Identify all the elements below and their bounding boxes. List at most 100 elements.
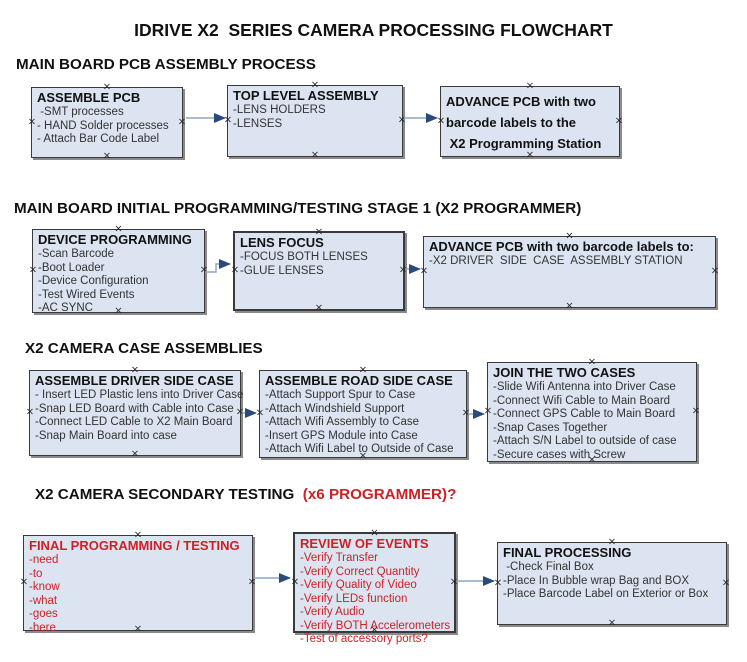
selection-handle-icon: × <box>102 150 112 162</box>
box-title-line: X2 Programming Station <box>446 136 602 151</box>
selection-handle-icon: × <box>177 116 187 128</box>
selection-handle-icon: × <box>27 116 37 128</box>
box-title-line: FINAL PROCESSING <box>503 545 632 560</box>
box-items: -need-to-know-what-goes-here <box>29 554 248 635</box>
box-title-line: DEVICE PROGRAMMING <box>38 232 192 247</box>
box-item: -Device Configuration <box>38 275 149 287</box>
selection-handle-icon: × <box>247 576 257 588</box>
box-item: -X2 DRIVER SIDE CASE ASSEMBLY STATION <box>429 255 683 267</box>
box-item: -Snap Cases Together <box>493 421 608 434</box>
box-item: -Check Final Box <box>503 561 594 573</box>
box-item: - Attach Bar Code Label <box>37 133 160 145</box>
box-title: ASSEMBLE PCB <box>37 90 178 106</box>
box-item: -Secure cases with Screw <box>493 448 626 461</box>
selection-handle-icon: × <box>483 405 493 417</box>
box-item: -Snap LED Board with Cable into Case <box>35 402 234 415</box>
box-item: -Connect Wifi Cable to Main Board <box>493 394 671 407</box>
flow-box-top-level-assembly: TOP LEVEL ASSEMBLY -LENS HOLDERS-LENSES … <box>224 80 407 160</box>
section-heading-initial-programming: MAIN BOARD INITIAL PROGRAMMING/TESTING S… <box>14 200 581 217</box>
selection-handle-icon: × <box>710 265 720 277</box>
box-title-line: REVIEW OF EVENTS <box>300 536 429 551</box>
box-title-line: ASSEMBLE PCB <box>37 90 141 105</box>
section-heading-text: X2 CAMERA CASE ASSEMBLIES <box>25 340 263 357</box>
box-item: -LENS HOLDERS <box>233 104 326 116</box>
selection-handle-icon: × <box>310 149 320 161</box>
selection-handle-icon: × <box>19 576 29 588</box>
box-items: -SMT processes- HAND Solder processes- A… <box>37 106 178 147</box>
box-items: -LENS HOLDERS-LENSES <box>233 104 398 131</box>
selection-handle-icon: × <box>255 407 265 419</box>
box-item: -what <box>29 594 58 607</box>
box-item: -Verify Transfer <box>300 552 378 564</box>
box-item: -Verify Quality of Video <box>300 579 417 591</box>
selection-handle-icon: × <box>230 264 240 276</box>
box-item: -Insert GPS Module into Case <box>265 429 418 442</box>
selection-handle-icon: × <box>290 576 300 588</box>
box-title-line: FINAL PROGRAMMING / TESTING <box>29 538 240 553</box>
selection-handle-icon: × <box>607 617 617 629</box>
box-item: - Insert LED Plastic lens into Driver Ca… <box>35 389 244 401</box>
box-item: -Place In Bubble wrap Bag and BOX <box>503 574 690 587</box>
box-items: - Insert LED Plastic lens into Driver Ca… <box>35 389 244 443</box>
box-item: -Connect GPS Cable to Main Board <box>493 408 676 420</box>
box-title: LENS FOCUS <box>240 235 399 251</box>
box-item: -Boot Loader <box>38 261 105 274</box>
selection-handle-icon: × <box>28 264 38 276</box>
selection-handle-icon: × <box>199 264 209 276</box>
selection-handle-icon: × <box>449 576 459 588</box>
box-item: -Test Wired Events <box>38 288 135 301</box>
box-item: -Slide Wifi Antenna into Driver Case <box>493 381 676 393</box>
selection-handle-icon: × <box>397 114 407 126</box>
selection-handle-icon: × <box>419 265 429 277</box>
box-items: -X2 DRIVER SIDE CASE ASSEMBLY STATION <box>429 255 711 269</box>
flow-box-device-programming: DEVICE PROGRAMMING -Scan Barcode-Boot Lo… <box>28 224 209 316</box>
box-item: -Verify BOTH Accelerometers <box>300 619 451 632</box>
section-heading-text: X2 CAMERA SECONDARY TESTING <box>35 486 303 503</box>
box-item: -LENSES <box>233 117 283 130</box>
box-title-line: LENS FOCUS <box>240 235 324 250</box>
box-title-line: ADVANCE PCB with two <box>446 94 596 109</box>
box-title: ASSEMBLE ROAD SIDE CASE <box>265 373 462 389</box>
box-item: -Connect LED Cable to X2 Main Board <box>35 416 233 428</box>
section-heading-red-text: (x6 PROGRAMMER)? <box>302 486 457 503</box>
flow-box-assemble-driver-side-case: ASSEMBLE DRIVER SIDE CASE - Insert LED P… <box>25 365 245 459</box>
section-heading-pcb-assembly: MAIN BOARD PCB ASSEMBLY PROCESS <box>16 56 316 73</box>
flow-box-advance-pcb-case-assembly-station: ADVANCE PCB with two barcode labels to: … <box>419 231 720 311</box>
box-item: -Place Barcode Label on Exterior or Box <box>503 588 709 600</box>
box-title-line: ASSEMBLE DRIVER SIDE CASE <box>35 373 234 388</box>
box-title: ASSEMBLE DRIVER SIDE CASE <box>35 373 236 389</box>
box-item: -know <box>29 581 60 593</box>
box-items: -Check Final Box-Place In Bubble wrap Ba… <box>503 561 722 602</box>
box-item: -goes <box>29 608 58 620</box>
box-items: -Scan Barcode-Boot Loader-Device Configu… <box>38 248 200 316</box>
selection-handle-icon: × <box>235 406 245 418</box>
box-items: -Verify Transfer-Verify Correct Quantity… <box>300 552 450 647</box>
flow-box-assemble-road-side-case: ASSEMBLE ROAD SIDE CASE -Attach Support … <box>255 365 470 461</box>
box-items: -Slide Wifi Antenna into Driver Case-Con… <box>493 381 692 462</box>
box-title-line: barcode labels to the <box>446 115 577 130</box>
box-title: ADVANCE PCB with two barcode labels to th… <box>446 91 615 154</box>
selection-handle-icon: × <box>565 300 574 312</box>
box-title-line: TOP LEVEL ASSEMBLY <box>233 88 379 103</box>
flow-box-lens-focus: LENS FOCUS -FOCUS BOTH LENSES-GLUE LENSE… <box>230 227 407 314</box>
box-item: -to <box>29 567 43 580</box>
box-item: -Scan Barcode <box>38 248 115 260</box>
flow-arrow <box>205 259 231 273</box>
section-heading-case-assemblies: X2 CAMERA CASE ASSEMBLIES <box>25 340 263 357</box>
box-item: -SMT processes <box>37 106 124 118</box>
selection-handle-icon: × <box>314 302 324 314</box>
box-item: -Attach Support Spur to Case <box>265 389 416 401</box>
box-item: -Attach S/N Label to outside of case <box>493 435 677 447</box>
box-title-line: ADVANCE PCB with two barcode labels to: <box>429 239 694 254</box>
box-item: -Verify Correct Quantity <box>300 565 420 578</box>
box-item: -Snap Main Board into case <box>35 429 177 442</box>
flow-box-review-of-events: REVIEW OF EVENTS -Verify Transfer-Verify… <box>290 528 459 645</box>
selection-handle-icon: × <box>436 115 446 127</box>
box-item: -Attach Wifi Assembly to Case <box>265 416 420 428</box>
box-title: JOIN THE TWO CASES <box>493 365 692 381</box>
page-title: IDRIVE X2 SERIES CAMERA PROCESSING FLOWC… <box>134 20 613 40</box>
box-title: TOP LEVEL ASSEMBLY <box>233 88 398 104</box>
selection-handle-icon: × <box>25 406 35 418</box>
box-title: FINAL PROGRAMMING / TESTING <box>29 538 248 554</box>
